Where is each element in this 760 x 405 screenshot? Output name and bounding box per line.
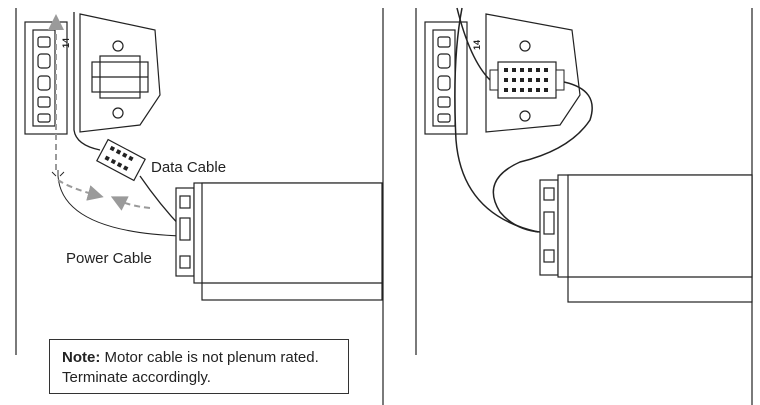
note-line-1: Note: Motor cable is not plenum rated. <box>62 348 338 368</box>
note-line-2: Terminate accordingly. <box>62 369 211 386</box>
power-cable <box>57 175 183 237</box>
power-cable-right <box>454 7 539 233</box>
bracket-marking-right: 14 <box>472 40 482 50</box>
note-label: Note: <box>62 349 101 366</box>
roller-tube-left <box>193 182 383 301</box>
data-cable-right <box>492 81 593 233</box>
terminal-block <box>489 61 565 99</box>
data-cable-connector <box>96 138 146 182</box>
routing-arrows <box>48 14 151 211</box>
note-box: Note: Motor cable is not plenum rated. T… <box>49 339 349 394</box>
right-panel: 14 <box>415 7 753 405</box>
data-cable-upper <box>73 12 101 151</box>
data-cable-label: Data Cable <box>151 159 227 176</box>
bracket-marking-left: 14 <box>61 38 71 48</box>
mounting-plate-left <box>24 21 68 135</box>
power-cable-label: Power Cable <box>66 250 152 267</box>
motor-head-right <box>539 179 559 276</box>
roller-tube-right <box>557 174 753 303</box>
left-panel: 14 <box>15 8 384 405</box>
note-text-1: Motor cable is not plenum rated. <box>104 349 319 366</box>
motor-bracket-left <box>79 13 161 133</box>
power-cable-frayed-end <box>51 170 65 177</box>
supply-cable-top <box>456 7 491 81</box>
motor-head-left <box>175 187 195 277</box>
mounting-plate-right <box>424 21 468 135</box>
